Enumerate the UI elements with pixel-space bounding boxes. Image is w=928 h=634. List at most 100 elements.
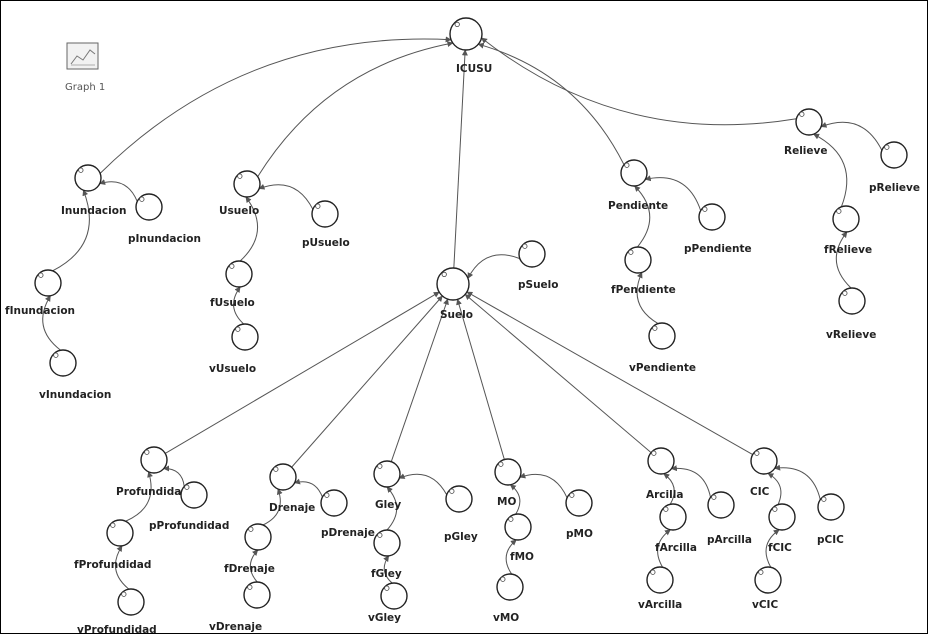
edge-pInundacion-to-Inundacion: [99, 179, 138, 202]
node-Gley[interactable]: Gley: [373, 460, 401, 511]
node-port-icon: [702, 206, 708, 212]
node-pCIC[interactable]: pCIC: [817, 493, 845, 546]
node-vMO[interactable]: vMO: [493, 573, 524, 624]
edge-vRelieve-to-fRelieve: [835, 231, 852, 289]
edge-vCIC-to-fCIC: [765, 529, 780, 568]
node-pInundacion[interactable]: pInundacion: [128, 193, 201, 245]
node-fDrenaje[interactable]: fDrenaje: [224, 523, 275, 575]
node-label: CIC: [750, 486, 770, 498]
edge-CIC-to-Suelo: [466, 291, 753, 456]
node-label: pDrenaje: [321, 527, 375, 539]
node-Drenaje[interactable]: Drenaje: [269, 463, 315, 514]
node-port-icon: [500, 576, 506, 582]
node-Inundacion[interactable]: Inundacion: [61, 164, 126, 217]
node-port-icon: [53, 352, 59, 358]
node-Arcilla[interactable]: Arcilla: [646, 447, 683, 501]
edge-pProfundidad-to-Profundidad: [163, 465, 185, 487]
node-pGley[interactable]: pGley: [444, 485, 478, 543]
node-port-icon: [273, 466, 279, 472]
graph-icon-line: [70, 49, 96, 65]
node-Usuelo[interactable]: Usuelo: [219, 170, 261, 217]
node-fCIC[interactable]: fCIC: [768, 503, 796, 554]
node-label: Inundacion: [61, 205, 126, 217]
graph-button-label: Graph 1: [65, 82, 105, 93]
node-port-icon: [144, 449, 150, 455]
node-circle[interactable]: [436, 267, 470, 301]
node-fArcilla[interactable]: fArcilla: [655, 503, 697, 554]
node-ICUSU[interactable]: ICUSU: [449, 17, 492, 75]
node-port-icon: [315, 203, 321, 209]
edge-pPendiente-to-Pendiente: [644, 175, 702, 211]
node-vPendiente[interactable]: vPendiente: [629, 322, 696, 374]
node-port-icon: [628, 249, 634, 255]
node-pUsuelo[interactable]: pUsuelo: [302, 200, 350, 249]
node-fProfundidad[interactable]: fProfundidad: [74, 519, 151, 571]
node-fGley[interactable]: fGley: [371, 529, 402, 580]
edge-Profundidad-to-Suelo: [164, 291, 440, 454]
node-port-icon: [454, 21, 460, 27]
node-port-icon: [522, 243, 528, 249]
node-pDrenaje[interactable]: pDrenaje: [320, 489, 375, 539]
node-port-icon: [248, 526, 254, 532]
node-vRelieve[interactable]: vRelieve: [826, 287, 876, 341]
node-vUsuelo[interactable]: vUsuelo: [209, 323, 259, 375]
node-pArcilla[interactable]: pArcilla: [707, 491, 752, 546]
node-label: Pendiente: [608, 200, 668, 212]
node-label: MO: [497, 496, 516, 508]
node-label: fProfundidad: [74, 559, 151, 571]
node-CIC[interactable]: CIC: [750, 447, 778, 498]
edge-pUsuelo-to-Usuelo: [258, 183, 314, 210]
edge-fCIC-to-CIC: [767, 472, 782, 505]
node-label: ICUSU: [456, 63, 492, 75]
node-label: vPendiente: [629, 362, 696, 374]
node-label: fInundacion: [5, 305, 75, 317]
edge-fProfundidad-to-Profundidad: [125, 471, 153, 522]
node-Relieve[interactable]: Relieve: [784, 108, 828, 157]
node-label: Usuelo: [219, 205, 259, 217]
node-port-icon: [324, 492, 330, 498]
node-Profundidad[interactable]: Profundida: [116, 446, 181, 498]
edges-layer: [42, 36, 883, 590]
node-label: Arcilla: [646, 489, 683, 501]
node-label: fMO: [510, 551, 534, 563]
node-vArcilla[interactable]: vArcilla: [638, 566, 682, 611]
node-vDrenaje[interactable]: vDrenaje: [209, 581, 271, 633]
node-pSuelo[interactable]: pSuelo: [518, 240, 559, 291]
edge-vProfundidad-to-fProfundidad: [114, 545, 130, 590]
node-port-icon: [498, 461, 504, 467]
node-Suelo[interactable]: Suelo: [436, 267, 473, 321]
node-vCIC[interactable]: vCIC: [752, 566, 782, 611]
node-vInundacion[interactable]: vInundacion: [39, 349, 111, 401]
node-fPendiente[interactable]: fPendiente: [611, 246, 676, 296]
node-fMO[interactable]: fMO: [504, 513, 534, 563]
node-port-icon: [799, 111, 805, 117]
node-pMO[interactable]: pMO: [565, 489, 593, 540]
node-port-icon: [441, 271, 447, 277]
node-fRelieve[interactable]: fRelieve: [824, 205, 872, 256]
node-circle[interactable]: [449, 17, 483, 51]
node-pPendiente[interactable]: pPendiente: [684, 203, 752, 255]
node-vProfundidad[interactable]: vProfundidad: [77, 588, 157, 633]
edge-pArcilla-to-Arcilla: [670, 465, 712, 498]
node-fUsuelo[interactable]: fUsuelo: [210, 260, 255, 309]
node-Pendiente[interactable]: Pendiente: [608, 159, 668, 212]
node-label: fRelieve: [824, 244, 872, 256]
node-MO[interactable]: MO: [494, 458, 522, 508]
node-pRelieve[interactable]: pRelieve: [869, 141, 920, 194]
node-port-icon: [384, 585, 390, 591]
node-fInundacion[interactable]: fInundacion: [5, 269, 75, 317]
edge-vGley-to-fGley: [383, 555, 393, 584]
node-port-icon: [663, 506, 669, 512]
node-pProfundidad[interactable]: pProfundidad: [149, 481, 229, 532]
edge-fGley-to-Gley: [386, 486, 398, 531]
node-label: Drenaje: [269, 502, 315, 514]
node-vGley[interactable]: vGley: [368, 582, 408, 624]
graph-button[interactable]: Graph 1: [65, 42, 105, 93]
node-label: vGley: [368, 612, 401, 624]
node-port-icon: [652, 325, 658, 331]
node-label: fGley: [371, 568, 402, 580]
node-label: pCIC: [817, 534, 844, 546]
edge-fArcilla-to-Arcilla: [663, 473, 675, 505]
node-label: vArcilla: [638, 599, 682, 611]
